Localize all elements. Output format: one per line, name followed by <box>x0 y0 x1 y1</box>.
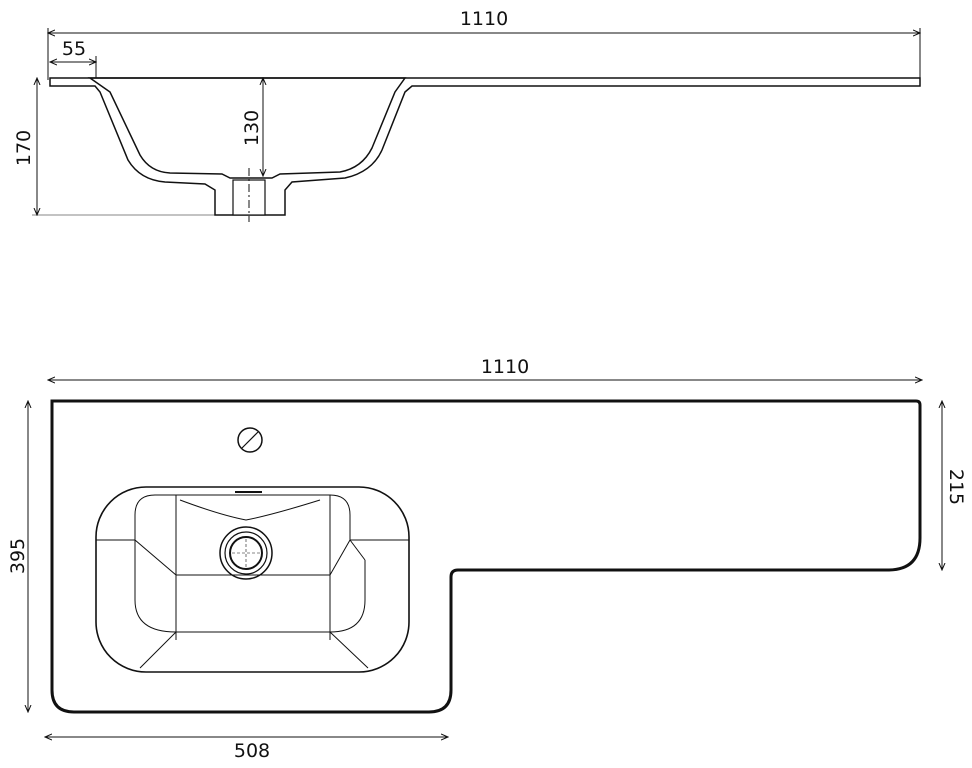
countertop-outline <box>50 399 922 714</box>
section-view <box>49 77 921 222</box>
dimension-basin-width: 508 <box>45 737 448 762</box>
basin-bowl <box>95 486 410 673</box>
basin-inner-surface <box>87 77 407 179</box>
dimension-narrow-depth: 215 <box>942 401 967 570</box>
dim-label-215: 215 <box>945 469 967 505</box>
dimension-plan-width: 1110 <box>48 356 922 380</box>
plan-view <box>50 399 922 714</box>
dimension-plan-depth: 395 <box>7 401 29 712</box>
dimension-bowl-depth: 130 <box>241 78 263 176</box>
dim-label-508: 508 <box>234 740 270 762</box>
dim-label-130: 130 <box>241 110 263 146</box>
dim-label-1110-top: 1110 <box>460 8 508 30</box>
dimension-section-height: 170 <box>13 78 215 215</box>
dim-label-55: 55 <box>62 38 86 60</box>
dim-label-170: 170 <box>13 130 35 166</box>
countertop-slab-section <box>49 77 921 216</box>
tap-hole <box>237 427 263 453</box>
drain-icon <box>219 526 273 580</box>
dimension-rim-offset: 55 <box>50 38 96 78</box>
dim-label-395: 395 <box>7 538 29 574</box>
dimension-section-width: 1110 <box>48 8 920 80</box>
dim-label-1110-plan: 1110 <box>481 356 529 378</box>
